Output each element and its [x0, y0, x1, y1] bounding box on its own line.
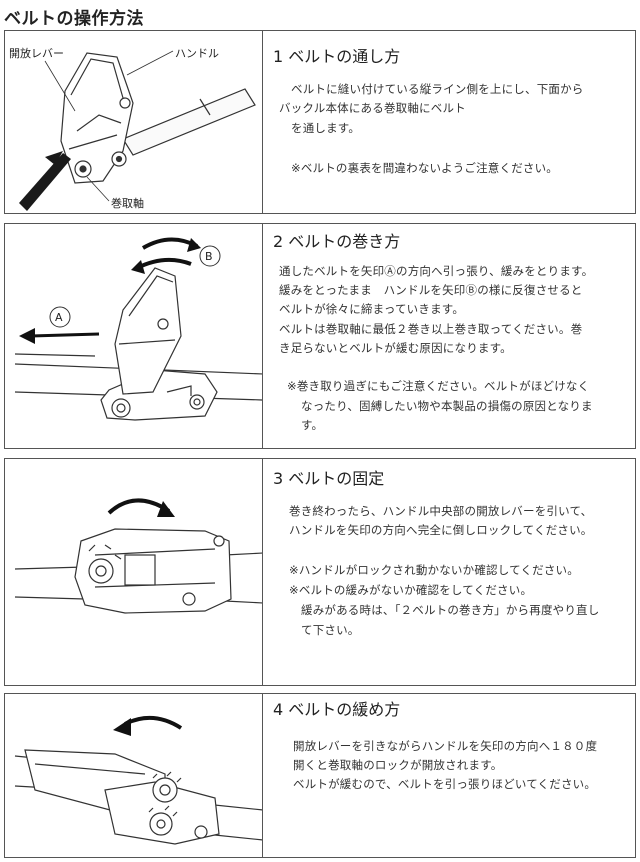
page-title: ベルトの操作方法: [4, 9, 144, 29]
note-line: ※巻き取り過ぎにもご注意ください。ベルトがほどけなく: [287, 379, 590, 393]
winding-illustration: B A: [5, 224, 263, 448]
section-heading-1: 1 ベルトの通し方: [273, 47, 401, 66]
text-line: き足らないとベルトが緩む原因になります。: [279, 341, 512, 355]
text-line: 開放レバーを引きながらハンドルを矢印の方向へ１８０度: [293, 739, 598, 753]
note-line: す。: [301, 418, 324, 432]
ratchet-threading-diagram: 開放レバー ハンドル 巻取軸: [9, 46, 256, 211]
section-heading-3: 3 ベルトの固定: [273, 469, 385, 488]
text-line: 開くと巻取軸のロックが開放されます。: [293, 758, 503, 772]
ratchet-locked-diagram: [14, 498, 262, 614]
text-line: ハンドルを矢印の方向へ完全に倒しロックしてください。: [289, 523, 593, 537]
threading-illustration: 開放レバー ハンドル 巻取軸: [5, 31, 263, 213]
note-line: なったり、固縛したい物や本製品の損傷の原因となりま: [301, 399, 593, 413]
label-arrow-b: B: [205, 250, 213, 263]
fixing-illustration: [5, 459, 263, 685]
text-line: ベルトが徐々に締まっていきます。: [279, 302, 465, 316]
note-line: 緩みがある時は、「２ベルトの巻き方」から再度やり直し: [301, 603, 600, 617]
text-line: 緩みをとったまま ハンドルを矢印Ⓑの様に反復させると: [279, 283, 583, 297]
text-line: ベルトが緩むので、ベルトを引っ張りほどいてください。: [293, 777, 597, 791]
note-line: て下さい。: [301, 623, 360, 637]
text-line: 通したベルトを矢印Ⓐの方向へ引っ張り、緩みをとります。: [279, 264, 594, 278]
text-line: を通します。: [291, 121, 361, 135]
section-fixing: 3 ベルトの固定 巻き終わったら、ハンドル中央部の開放レバーを引いて、 ハンドル…: [4, 458, 636, 686]
note-line: ※ベルトの裏表を間違わないようご注意ください。: [291, 161, 559, 175]
note-line: ※ハンドルがロックされ動かないか確認してください。: [289, 563, 579, 577]
text-line: 巻き終わったら、ハンドル中央部の開放レバーを引いて、: [289, 504, 593, 518]
text-line: バックル本体にある巻取軸にベルト: [279, 101, 466, 115]
section-heading-2: 2 ベルトの巻き方: [273, 232, 401, 251]
note-line: ※ベルトの緩みがないか確認をしてください。: [289, 583, 533, 597]
ratchet-open-diagram: [14, 716, 262, 845]
label-arrow-a: A: [55, 311, 63, 324]
releasing-illustration: [5, 694, 263, 857]
label-winding-shaft: 巻取軸: [111, 196, 144, 210]
text-line: ベルトは巻取軸に最低２巻き以上巻き取ってください。巻: [279, 322, 583, 336]
section-heading-4: 4 ベルトの緩め方: [273, 700, 401, 719]
label-handle: ハンドル: [175, 47, 219, 60]
label-release-lever: 開放レバー: [9, 46, 64, 60]
section-winding: B A 2 ベルトの巻き方 通したベルトを矢印Ⓐの方向へ引っ張り、緩みをとります…: [4, 223, 636, 449]
section-threading: 開放レバー ハンドル 巻取軸 1 ベルトの通し方 ベルトに縫い付けている縦ライン…: [4, 30, 636, 214]
text-line: ベルトに縫い付けている縦ライン側を上にし、下面から: [291, 82, 584, 96]
section-releasing: 4 ベルトの緩め方 開放レバーを引きながらハンドルを矢印の方向へ１８０度 開くと…: [4, 693, 636, 858]
ratchet-winding-diagram: B A: [14, 237, 262, 421]
